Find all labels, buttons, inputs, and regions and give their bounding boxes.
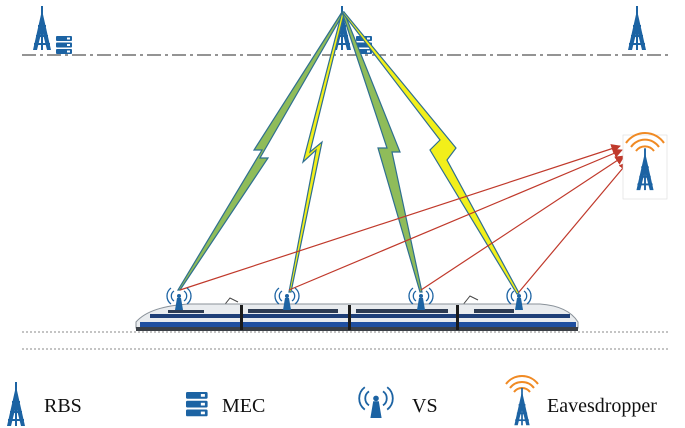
mec-icon-left <box>56 36 72 54</box>
rbs-icon <box>6 381 26 427</box>
legend-mec: MEC <box>186 392 265 417</box>
legend-vs-label: VS <box>412 395 438 417</box>
legend-eavesdropper <box>505 375 539 427</box>
legend-vs: VS <box>358 386 438 419</box>
legend-eavesdropper-label: Eavesdropper <box>547 395 657 417</box>
legend-rbs: RBS <box>6 381 82 427</box>
eavesdropper-icon <box>513 387 531 427</box>
mec-icon <box>186 392 208 417</box>
rbs-left <box>32 5 72 54</box>
eavesdropper <box>622 131 668 200</box>
train <box>135 295 579 331</box>
eavesdrop-link-2 <box>288 148 623 291</box>
legend: RBS MEC VS Eavesdropper <box>6 375 657 427</box>
legit-links <box>176 10 520 295</box>
eavesdrop-links <box>179 144 629 293</box>
rbs-right <box>627 5 647 51</box>
eavesdrop-link-4 <box>518 161 629 293</box>
legit-link-4 <box>340 11 520 295</box>
vs-icon <box>358 386 394 419</box>
eavesdrop-link-1 <box>179 144 621 291</box>
legend-mec-label: MEC <box>222 395 265 417</box>
legit-link-2 <box>288 10 345 293</box>
legit-link-3 <box>341 11 423 293</box>
eavesdrop-link-3 <box>420 155 625 291</box>
legend-rbs-label: RBS <box>44 395 82 417</box>
